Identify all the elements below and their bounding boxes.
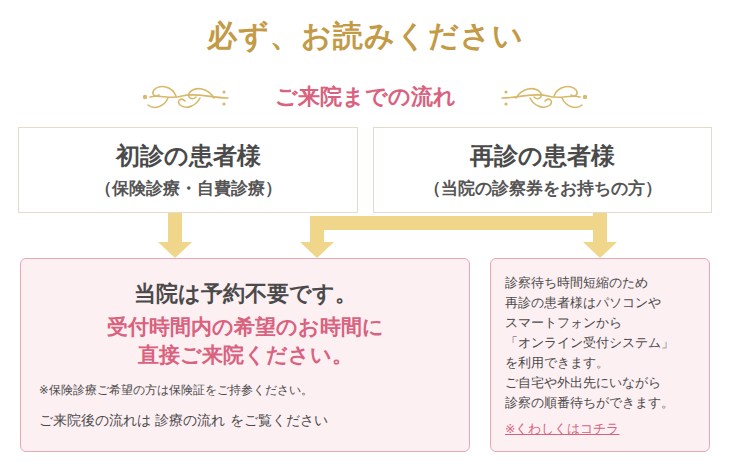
- info-box: 診察待ち時間短縮のため 再診の患者様はパソコンや スマートフォンから 「オンライ…: [490, 258, 710, 452]
- page-title: 必ず、お読みください: [0, 16, 730, 57]
- patient-type-box: 再診の患者様 （当院の診察券をお持ちの方）: [373, 127, 712, 213]
- info-box: 当院は予約不要です。受付時間内の希望のお時間に 直接ご来院ください。 ※保険診療ご…: [20, 258, 470, 452]
- section-heading: ご来院までの流れ: [0, 82, 730, 112]
- box-heading: 診察待ち時間短縮のため 再診の患者様はパソコンや スマートフォンから 「オンライ…: [505, 273, 695, 413]
- box-text: ご来院後の流れは 診療の流れ をご覧ください: [39, 412, 451, 430]
- box-text: ※くわしくはコチラ: [505, 421, 695, 437]
- box-text: （保険診療・自費診療）: [29, 177, 347, 199]
- flourish-ornament: [502, 87, 587, 108]
- flourish-ornament: [143, 87, 228, 108]
- box-heading: 初診の患者様: [29, 141, 347, 172]
- box-heading: 再診の患者様: [384, 141, 701, 172]
- flow-arrow: [317, 213, 600, 242]
- box-heading: 当院は予約不要です。: [39, 280, 451, 309]
- box-text: （当院の診察券をお持ちの方）: [384, 177, 701, 199]
- flow-arrow: [593, 213, 607, 242]
- patient-type-box: 初診の患者様 （保険診療・自費診療）: [18, 127, 358, 213]
- flourish-ornament: [502, 87, 587, 108]
- box-text: 受付時間内の希望のお時間に 直接ご来院ください。: [39, 313, 451, 370]
- flow-arrow: [168, 213, 182, 242]
- box-text: ※保険診療ご希望の方は保険証をご持参ください。: [39, 383, 451, 398]
